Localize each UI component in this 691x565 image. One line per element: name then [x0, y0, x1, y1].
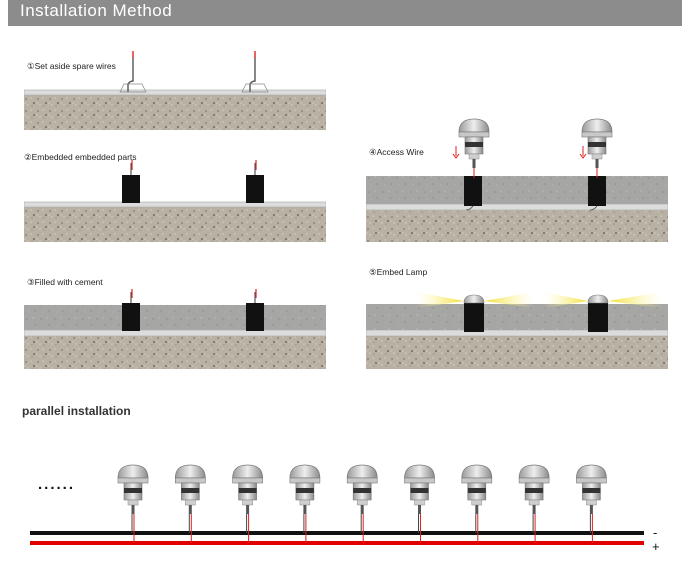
down-arrow-right — [579, 146, 587, 159]
cement-layer — [366, 304, 668, 330]
conduit — [24, 89, 326, 96]
step-2-diagram — [24, 160, 326, 242]
lamp-right — [581, 118, 613, 178]
conduit — [366, 203, 668, 211]
step-4-label: ④Access Wire — [369, 147, 424, 157]
step-4-diagram — [366, 118, 668, 242]
spare-wire-left — [119, 51, 147, 93]
parallel-lamp — [289, 464, 321, 543]
step-5-diagram — [366, 292, 668, 369]
light-beam — [484, 292, 534, 308]
conduit — [366, 329, 668, 337]
parallel-lamp — [404, 464, 435, 543]
parallel-lamp — [518, 464, 550, 543]
spare-wire-right — [241, 51, 269, 93]
light-beam — [416, 292, 464, 308]
conduit — [24, 201, 326, 208]
negative-sign: - — [653, 525, 658, 540]
embedded-part-left — [122, 289, 140, 331]
page-title: Installation Method — [20, 1, 173, 20]
parallel-lamp — [575, 464, 607, 543]
embedded-part-right — [246, 160, 264, 203]
step-3-diagram — [24, 289, 326, 369]
light-beam — [608, 292, 662, 308]
cement-layer — [366, 176, 668, 204]
parallel-installation-title: parallel installation — [22, 404, 131, 418]
ellipsis: ...... — [38, 476, 76, 493]
step-1-diagram — [24, 51, 326, 130]
parallel-wiring-diagram — [30, 464, 644, 545]
step-3-label: ③Filled with cement — [27, 277, 103, 287]
gravel-ground — [366, 210, 668, 242]
light-beam — [544, 292, 588, 308]
step-2-label: ②Embedded embedded parts — [24, 152, 137, 162]
positive-wire — [30, 541, 644, 545]
lamp-left — [458, 118, 490, 178]
step-5-label: ⑤Embed Lamp — [369, 267, 428, 277]
gravel-ground — [24, 206, 326, 242]
parallel-lamp — [117, 464, 149, 543]
cement-layer — [24, 305, 326, 331]
gravel-ground — [366, 336, 668, 369]
housing-left — [464, 176, 482, 211]
header-bar: Installation Method — [8, 0, 682, 26]
lamp-row — [117, 464, 607, 543]
down-arrow-left — [452, 146, 460, 159]
gravel-ground — [24, 336, 326, 369]
parallel-lamp — [174, 464, 206, 543]
negative-wire — [30, 531, 644, 535]
lamp-left — [416, 292, 534, 332]
lamp-right — [544, 292, 662, 332]
embedded-part-left — [122, 160, 140, 203]
parallel-lamp — [461, 464, 493, 543]
housing-right — [588, 176, 606, 211]
conduit — [24, 329, 326, 337]
step-1-label: ①Set aside spare wires — [27, 61, 116, 71]
positive-sign: + — [652, 539, 660, 554]
parallel-lamp — [232, 464, 264, 543]
embedded-part-right — [246, 289, 264, 331]
parallel-lamp — [346, 464, 378, 543]
gravel-ground — [24, 94, 326, 130]
